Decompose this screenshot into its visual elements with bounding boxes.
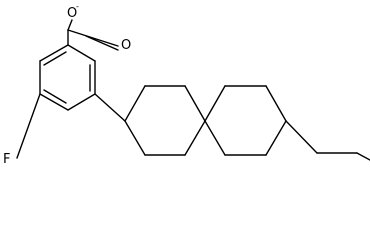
charge-label-negative: -: [76, 2, 79, 11]
bond-group: [16, 19, 370, 161]
carbon-oxygen-anion-bond: [67, 19, 73, 31]
benzene-inner-bond-3: [43, 89, 67, 104]
decalin-bond-7: [204, 85, 226, 122]
structure-diagram: O - O F: [3, 2, 370, 167]
decalin-bond-12: [204, 120, 226, 156]
decalin-bond-9: [265, 85, 287, 122]
benzene-inner-bond-1: [43, 51, 67, 66]
benzene-bond-6: [39, 44, 69, 62]
benzene-bond-4: [39, 93, 69, 111]
decalin-bond-3: [184, 85, 206, 122]
decalin-bond-6: [124, 120, 146, 156]
propyl-bond-3: [356, 152, 370, 161]
aryl-decalin-bond: [94, 93, 126, 122]
decalin-bond-4: [184, 120, 206, 156]
decalin-bond-10: [265, 120, 287, 156]
benzene-bond-3: [67, 93, 96, 111]
atom-label-fluorine: F: [3, 152, 10, 167]
propyl-bond-1: [285, 120, 318, 154]
molecule-canvas: O - O F: [3, 2, 370, 167]
carbonyl-bond-a: [67, 29, 119, 47]
atom-label-oxygen-carbonyl: O: [121, 38, 131, 53]
benzene-bond-1: [67, 44, 96, 62]
atom-label-oxygen-anion: O: [67, 6, 77, 21]
carbonyl-bond-b: [85, 35, 119, 51]
decalin-bond-1: [124, 85, 146, 122]
fluorine-bond: [16, 93, 41, 159]
